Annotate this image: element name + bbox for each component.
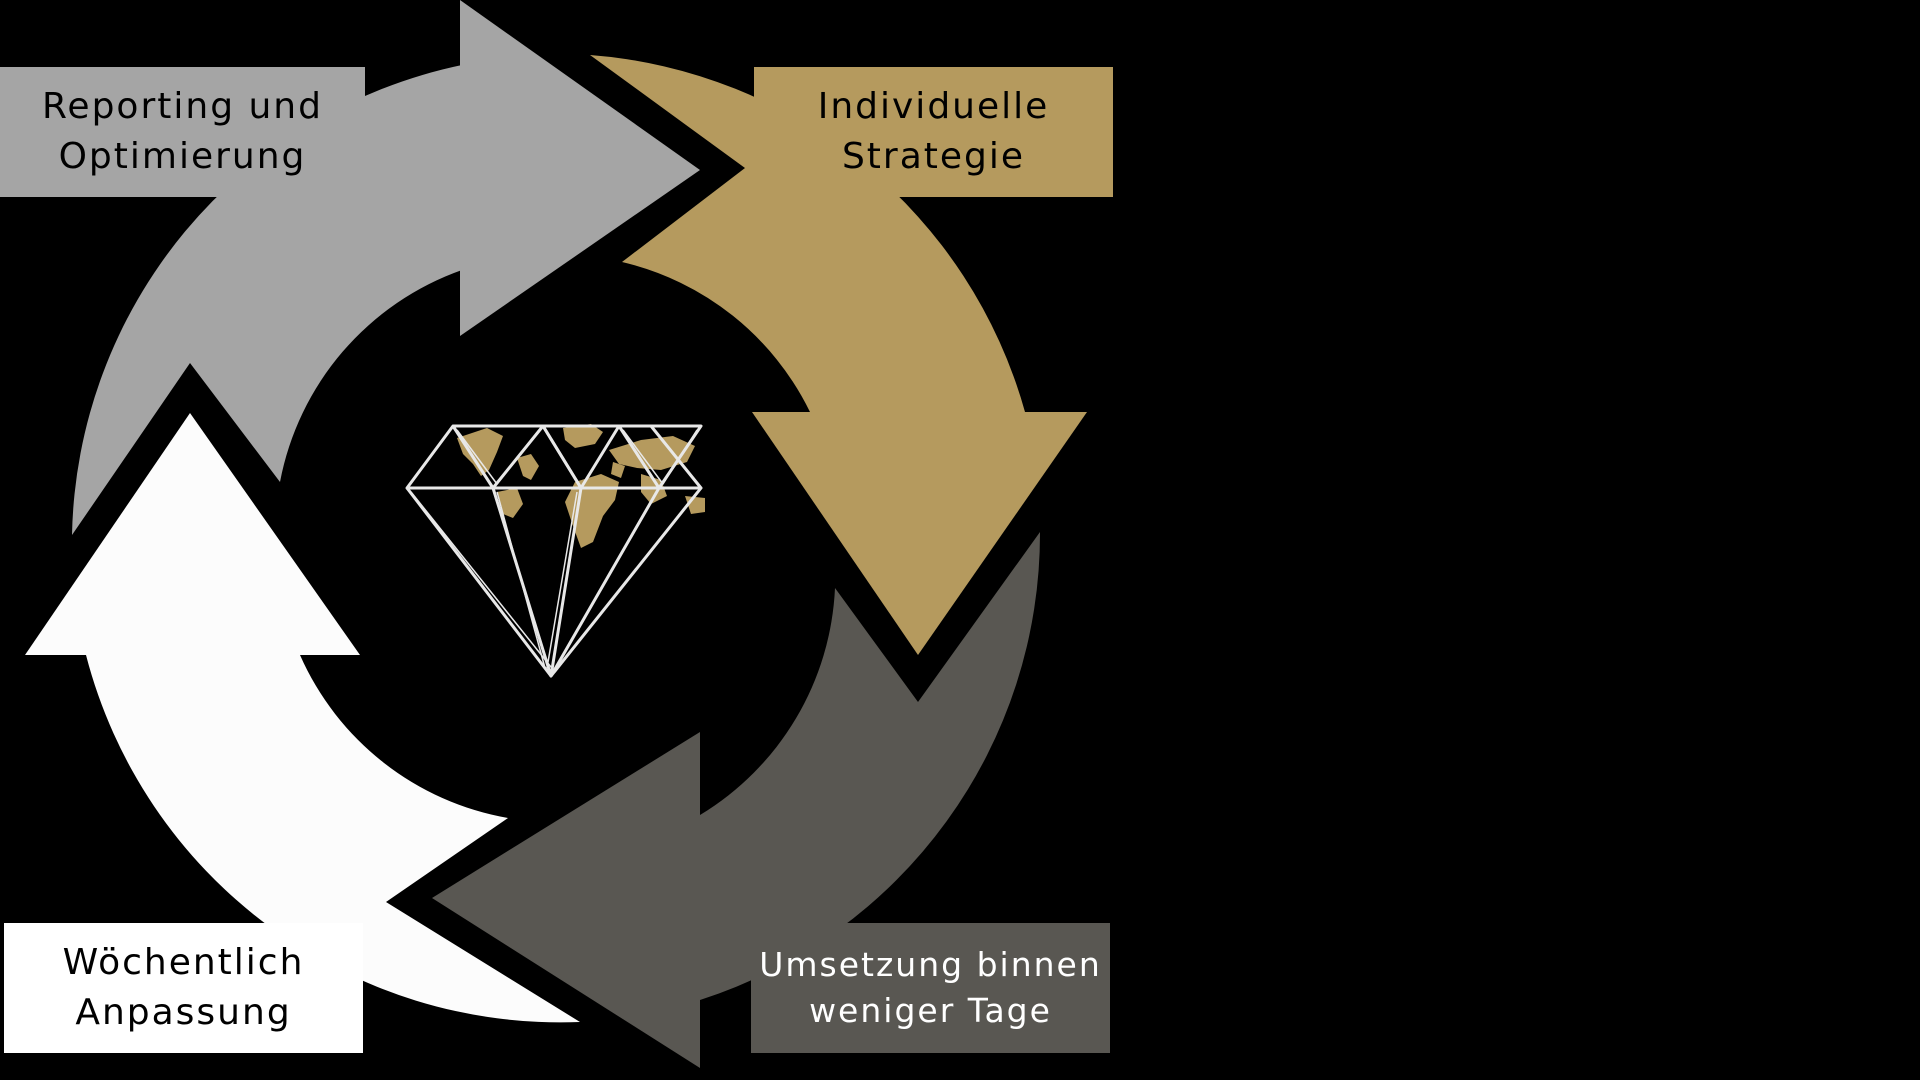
arrow-woechentlich-band: [86, 655, 580, 1023]
step-umsetzung-label: Umsetzung binnen weniger Tage: [759, 945, 1102, 1030]
step-reporting-label: Reporting und Optimierung: [42, 86, 323, 177]
arrow-reporting-head: [460, 0, 700, 336]
arrow-woechentlich-head: [25, 413, 360, 655]
step-woechentlich-box: Wöchentlich Anpassung: [4, 923, 363, 1053]
arrow-umsetzung: [432, 532, 1041, 1068]
step-strategie-box: Individuelle Strategie: [754, 67, 1113, 197]
arrow-umsetzung-head: [432, 732, 700, 1068]
arrow-strategie: [590, 55, 1087, 655]
arrow-umsetzung-band: [700, 532, 1041, 1000]
step-umsetzung-box: Umsetzung binnen weniger Tage: [751, 923, 1110, 1053]
step-strategie-label: Individuelle Strategie: [817, 86, 1050, 177]
arrow-woechentlich: [25, 413, 580, 1023]
diamond-world-map-icon: [405, 424, 705, 678]
step-reporting-box: Reporting und Optimierung: [0, 67, 365, 197]
arrow-strategie-head: [752, 412, 1087, 655]
diamond-outline: [405, 424, 703, 678]
arrow-strategie-band: [590, 55, 1025, 412]
step-woechentlich-label: Wöchentlich Anpassung: [62, 942, 305, 1033]
